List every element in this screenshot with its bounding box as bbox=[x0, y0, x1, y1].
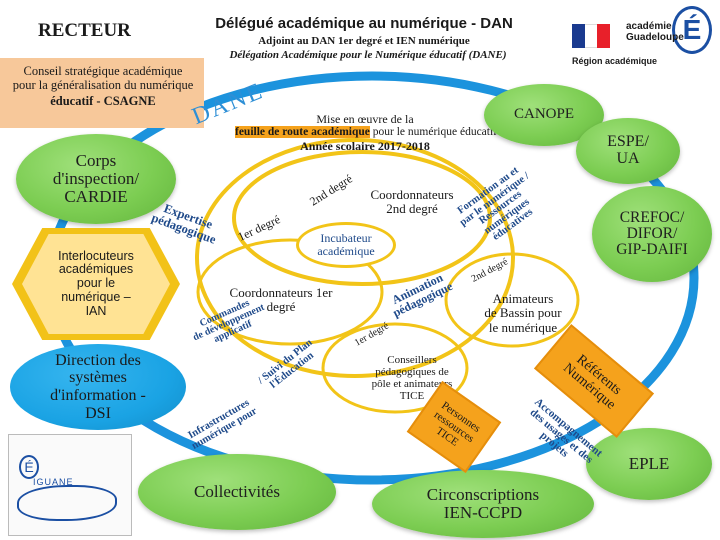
incubateur-label: Incubateur académique bbox=[317, 230, 375, 258]
yellow-ring-right bbox=[444, 252, 580, 348]
conseillers-pedagogiques: Conseillers pédagogiques de pôle et anim… bbox=[371, 354, 453, 403]
node-circonscriptions: Circonscriptions IEN-CCPD bbox=[372, 470, 594, 538]
hexagon-inner: Interlocuteurs académiques pour le numér… bbox=[22, 234, 170, 334]
collectivites-label: Collectivités bbox=[194, 482, 280, 502]
node-corps-inspection: Corps d'inspection/ CARDIE bbox=[16, 134, 176, 224]
canope-label: CANOPE bbox=[513, 106, 574, 123]
crefoc-label: CREFOC/ DIFOR/ GIP-DAIFI bbox=[616, 208, 688, 259]
dan-subtitle-1: Adjoint au DAN 1er degré et IEN numériqu… bbox=[258, 35, 470, 47]
republique-logo bbox=[572, 24, 611, 48]
center-line-2: feuille de route académique pour le numé… bbox=[226, 126, 506, 138]
personnes-label: Personnes ressources TICE bbox=[431, 399, 483, 449]
roadmap-highlight: feuille de route académique bbox=[235, 126, 370, 138]
center-line-1: Mise en œuvre de la bbox=[316, 112, 414, 126]
node-espe: ESPE/ UA bbox=[576, 118, 680, 184]
yellow-ring-top bbox=[232, 150, 492, 286]
yellow-ring-left bbox=[196, 238, 384, 346]
dan-title: Délégué académique au numérique - DAN bbox=[215, 15, 513, 32]
eple-label: EPLE bbox=[628, 454, 670, 474]
iguane-e-icon: É bbox=[19, 455, 39, 479]
node-dsi: Direction des systèmes d'information - D… bbox=[10, 344, 186, 430]
region-label: Région académique bbox=[572, 56, 658, 66]
iguane-label: IGUANE bbox=[33, 477, 74, 487]
csagne-box bbox=[0, 58, 204, 128]
node-eple: EPLE bbox=[586, 428, 712, 500]
animateurs-bassin: Animateurs de Bassin pour le numérique bbox=[484, 291, 562, 335]
interlocuteurs-label: Interlocuteurs académiques pour le numér… bbox=[58, 248, 134, 318]
incubateur-box: Incubateur académique bbox=[296, 222, 396, 268]
dsi-label: Direction des systèmes d'information - D… bbox=[50, 351, 146, 422]
corps-label: Corps d'inspection/ CARDIE bbox=[52, 151, 140, 206]
center-line-3: Année scolaire 2017-2018 bbox=[300, 139, 430, 153]
csagne-text-1: Conseil stratégique académique pour la g… bbox=[12, 64, 194, 92]
csagne-text-2: éducatif - CSAGNE bbox=[50, 94, 156, 108]
academie-logo-icon: É bbox=[672, 6, 712, 54]
recteur-label: RECTEUR bbox=[38, 20, 131, 41]
roadmap-rest: pour le numérique éducatif bbox=[369, 126, 497, 138]
yellow-ring-bottom bbox=[321, 322, 469, 414]
iguane-lizard-icon bbox=[17, 485, 117, 521]
academie-label: académie Guadeloupe bbox=[626, 21, 684, 43]
espe-label: ESPE/ UA bbox=[607, 133, 649, 167]
circonscriptions-label: Circonscriptions IEN-CCPD bbox=[426, 485, 540, 522]
yellow-ring-large bbox=[195, 138, 515, 378]
coord-2nd-degre: Coordonnateurs 2nd degré bbox=[370, 187, 454, 217]
iguane-logo: É IGUANE bbox=[8, 434, 132, 536]
node-crefoc: CREFOC/ DIFOR/ GIP-DAIFI bbox=[592, 186, 712, 282]
dan-subtitle-2: Délégation Académique pour le Numérique … bbox=[229, 49, 507, 61]
node-collectivites: Collectivités bbox=[138, 454, 336, 530]
coord-1er-degre: Coordonnateurs 1er degré bbox=[229, 285, 333, 315]
